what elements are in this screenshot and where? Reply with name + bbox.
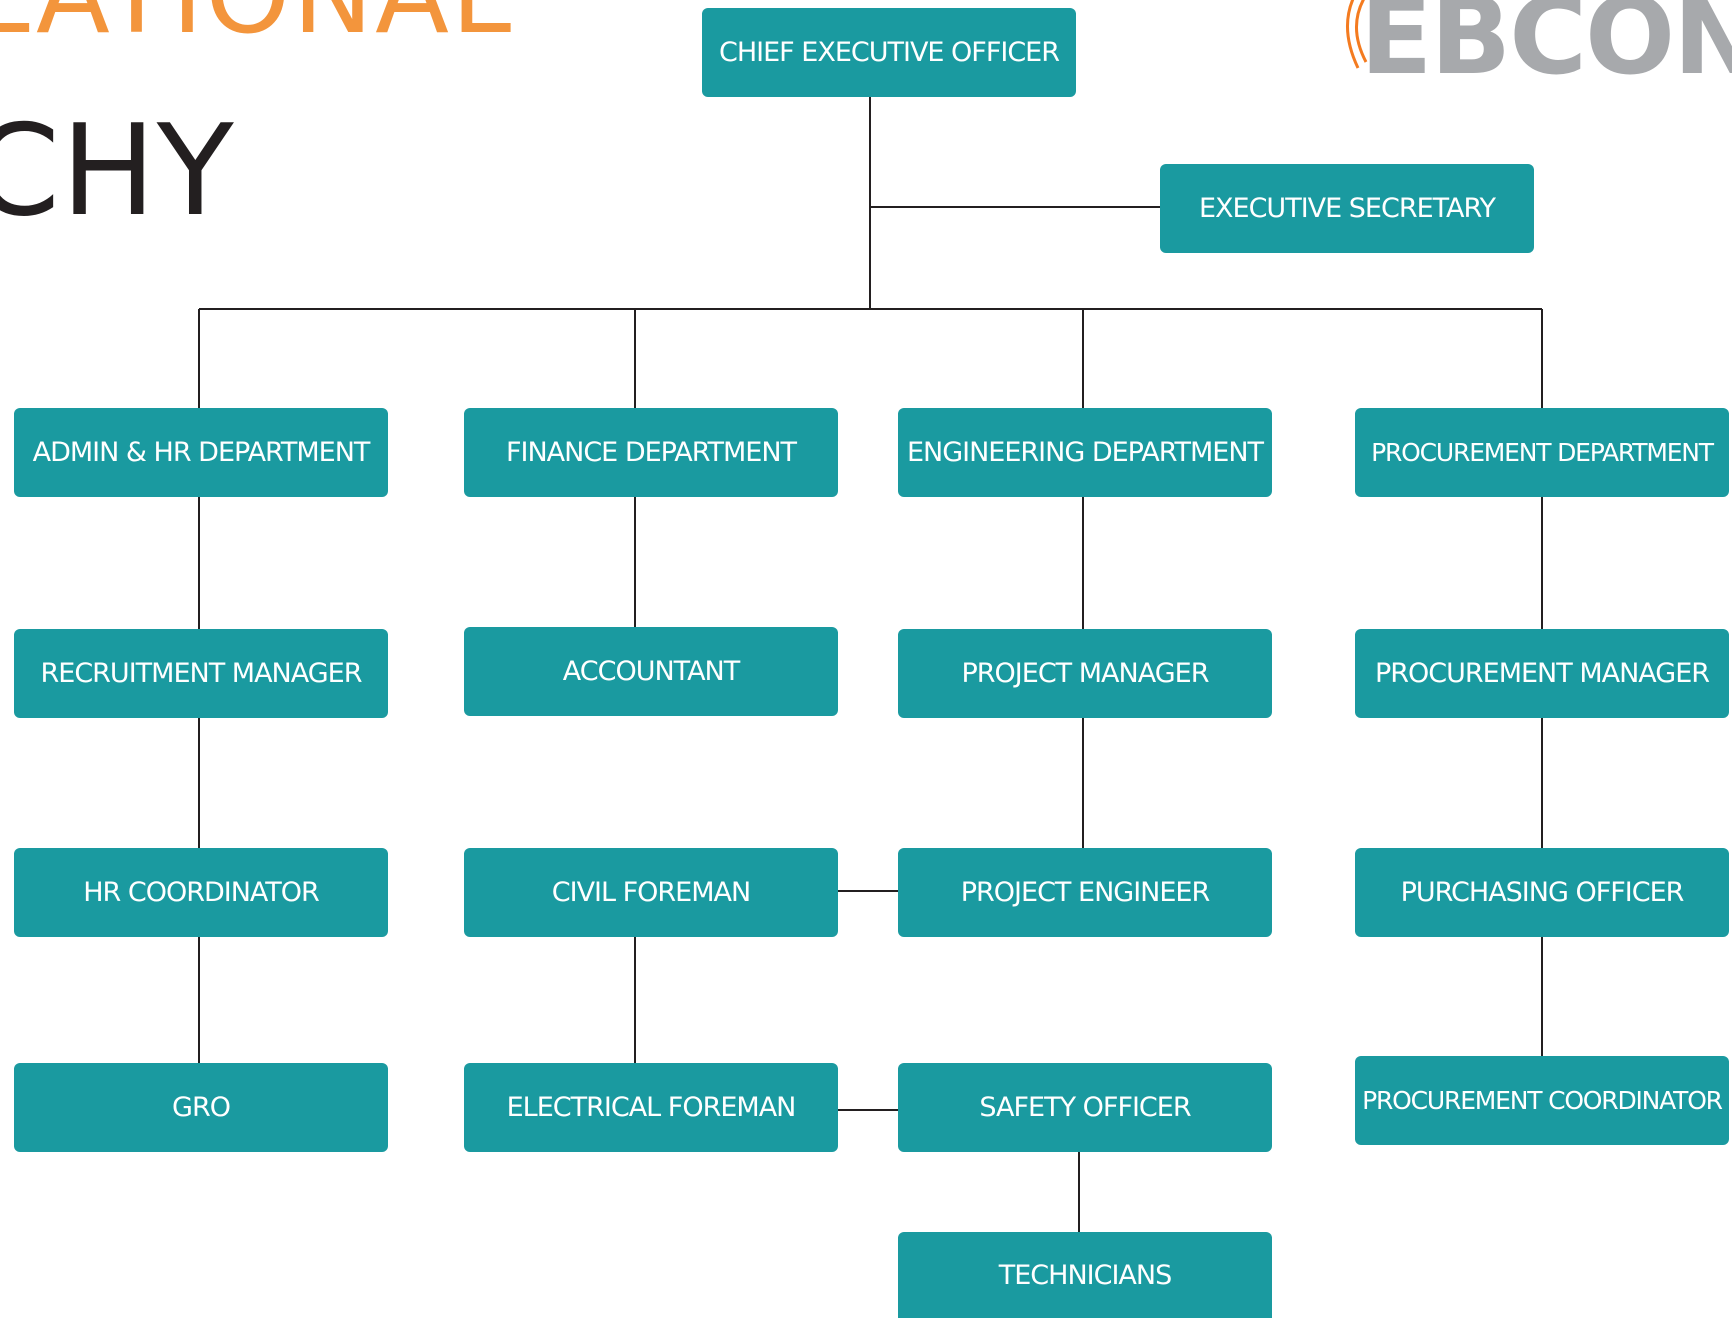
- node-safety-officer[interactable]: SAFETY OFFICER: [898, 1063, 1272, 1152]
- node-chief-executive-officer[interactable]: CHIEF EXECUTIVE OFFICER: [702, 8, 1076, 97]
- node-project-engineer[interactable]: PROJECT ENGINEER: [898, 848, 1272, 937]
- node-label: PROJECT MANAGER: [961, 658, 1210, 689]
- node-accountant[interactable]: ACCOUNTANT: [464, 627, 838, 716]
- node-label: PROCUREMENT DEPARTMENT: [1371, 438, 1714, 467]
- title-line-1: ZATIONAL: [0, 0, 513, 50]
- node-technicians[interactable]: TECHNICIANS: [898, 1232, 1272, 1318]
- logo-arc-icon: [1346, 0, 1368, 69]
- node-hr-coordinator[interactable]: HR COORDINATOR: [14, 848, 388, 937]
- node-label: RECRUITMENT MANAGER: [40, 658, 363, 689]
- node-label: FINANCE DEPARTMENT: [505, 437, 797, 468]
- node-gro[interactable]: GRO: [14, 1063, 388, 1152]
- node-label: CHIEF EXECUTIVE OFFICER: [718, 37, 1060, 68]
- node-label: CIVIL FOREMAN: [551, 877, 751, 908]
- company-logo: EBCON: [1330, 0, 1732, 97]
- node-executive-secretary[interactable]: EXECUTIVE SECRETARY: [1160, 164, 1534, 253]
- node-admin-hr-department[interactable]: ADMIN & HR DEPARTMENT: [14, 408, 388, 497]
- node-label: EXECUTIVE SECRETARY: [1198, 193, 1496, 224]
- title-line-2: CHY: [0, 97, 235, 244]
- node-civil-foreman[interactable]: CIVIL FOREMAN: [464, 848, 838, 937]
- node-procurement-department[interactable]: PROCUREMENT DEPARTMENT: [1355, 408, 1729, 497]
- node-label: SAFETY OFFICER: [979, 1092, 1191, 1123]
- node-label: PURCHASING OFFICER: [1400, 877, 1685, 908]
- node-label: PROCUREMENT MANAGER: [1374, 658, 1710, 689]
- node-label: ENGINEERING DEPARTMENT: [906, 437, 1264, 468]
- node-engineering-department[interactable]: ENGINEERING DEPARTMENT: [898, 408, 1272, 497]
- node-label: ELECTRICAL FOREMAN: [506, 1092, 797, 1123]
- node-label: PROCUREMENT COORDINATOR: [1362, 1086, 1723, 1115]
- node-procurement-manager[interactable]: PROCUREMENT MANAGER: [1355, 629, 1729, 718]
- node-label: TECHNICIANS: [998, 1259, 1172, 1291]
- node-project-manager[interactable]: PROJECT MANAGER: [898, 629, 1272, 718]
- logo-text: EBCON: [1360, 0, 1732, 98]
- node-label: HR COORDINATOR: [83, 877, 320, 908]
- node-label: PROJECT ENGINEER: [960, 877, 1210, 908]
- node-label: ADMIN & HR DEPARTMENT: [32, 437, 371, 468]
- node-purchasing-officer[interactable]: PURCHASING OFFICER: [1355, 848, 1729, 937]
- node-electrical-foreman[interactable]: ELECTRICAL FOREMAN: [464, 1063, 838, 1152]
- node-label: GRO: [172, 1092, 231, 1123]
- node-recruitment-manager[interactable]: RECRUITMENT MANAGER: [14, 629, 388, 718]
- node-finance-department[interactable]: FINANCE DEPARTMENT: [464, 408, 838, 497]
- node-label: ACCOUNTANT: [562, 656, 740, 687]
- node-procurement-coordinator[interactable]: PROCUREMENT COORDINATOR: [1355, 1056, 1729, 1145]
